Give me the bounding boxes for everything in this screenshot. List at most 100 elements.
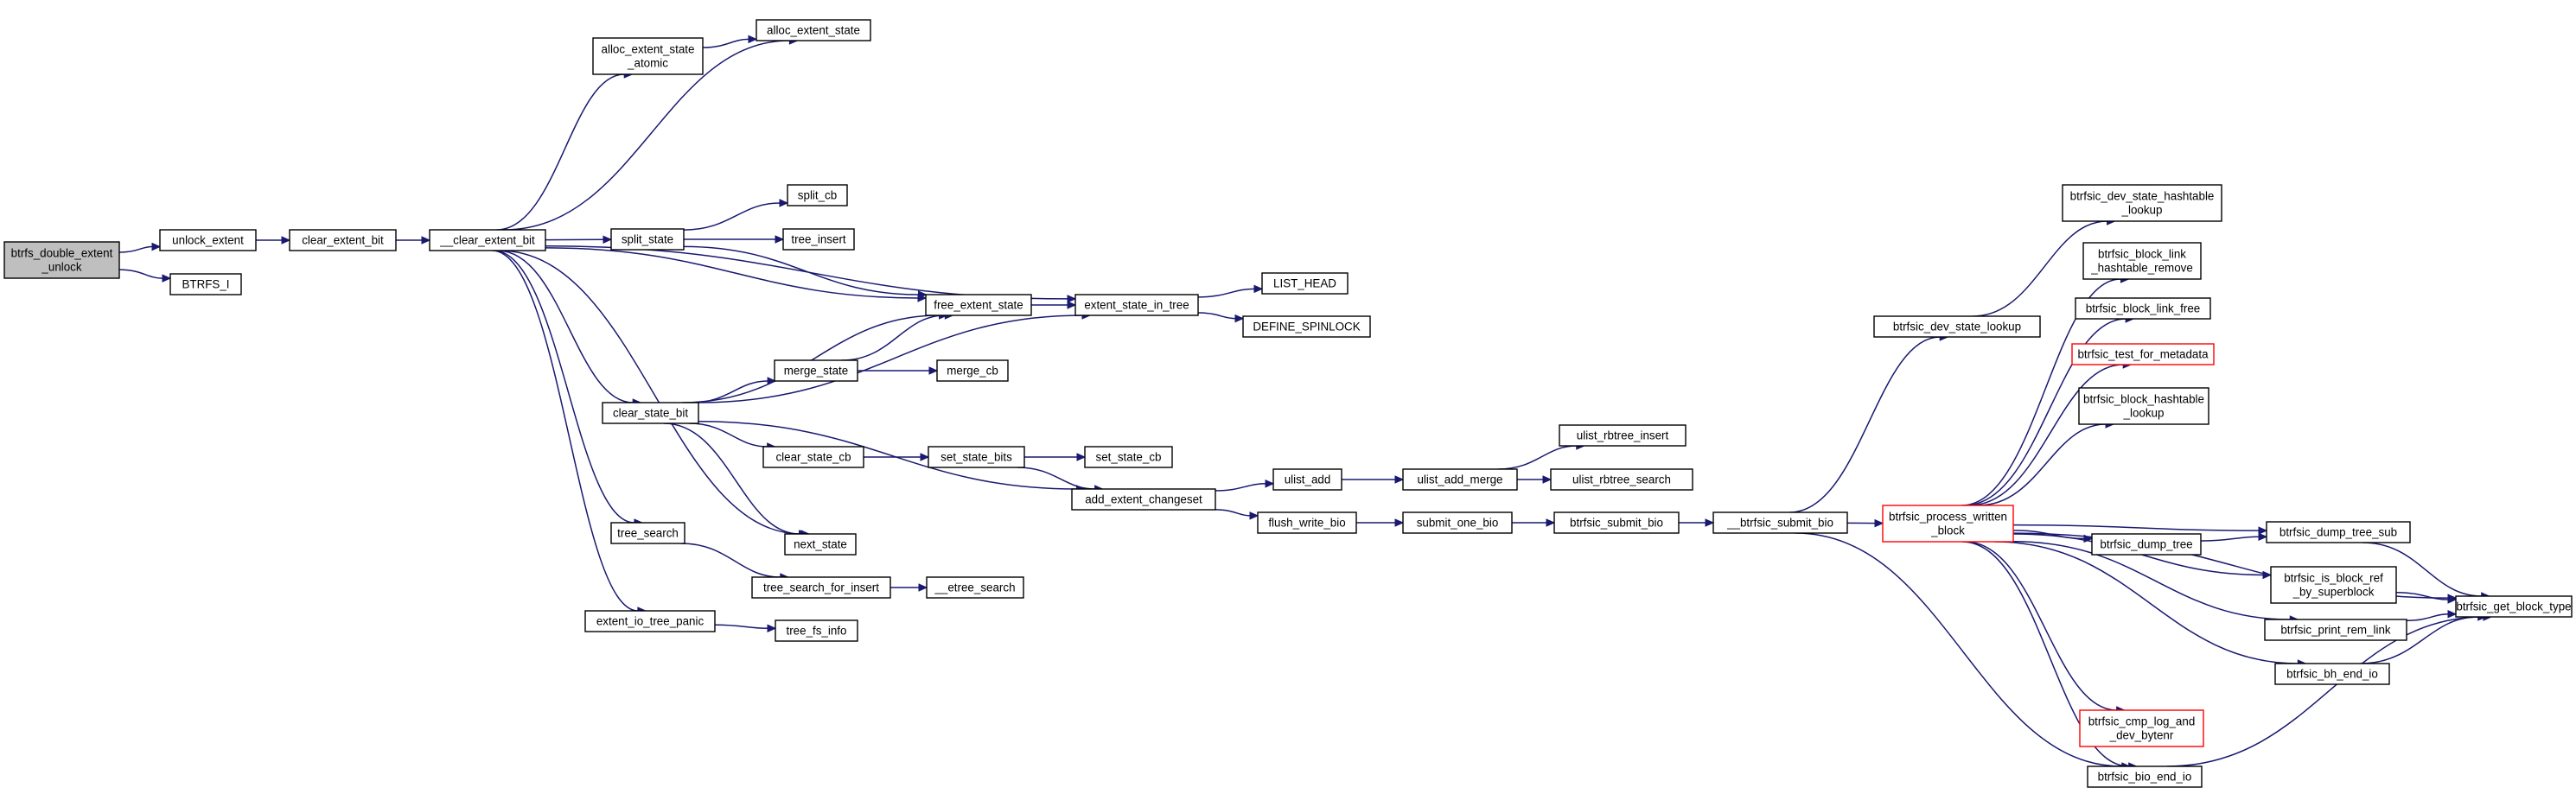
edge-__clear_extent_bit-to-alloc_extent_state_atomic (496, 70, 634, 231)
node-add-extent-changeset[interactable]: add_extent_changeset (1071, 488, 1216, 511)
node-btrfsic-test-for-metadata[interactable]: btrfsic_test_for_metadata (2071, 343, 2215, 365)
node-extent-io-tree-panic[interactable]: extent_io_tree_panic (584, 610, 716, 632)
edge-split_state-to-tree_insert (684, 235, 785, 244)
edge-root-to-unlock_extent (118, 242, 162, 253)
node-btrfsic-bio-end-io[interactable]: btrfsic_bio_end_io (2087, 765, 2203, 788)
node-btrfsic-dump-tree[interactable]: btrfsic_dump_tree (2091, 533, 2202, 556)
edge-arrowhead (767, 377, 777, 385)
node-flush-write-bio[interactable]: flush_write_bio (1257, 511, 1357, 534)
edge-btrfsic_process_written_block-to-btrfsic_cmp_log_and_dev_bytenr (1965, 541, 2126, 715)
node-btrfsic-cmp-log-and-dev-bytenr[interactable]: btrfsic_cmp_log_and_dev_bytenr (2079, 709, 2204, 747)
node-tree-fs-info[interactable]: tree_fs_info (775, 619, 858, 642)
edge-line (1197, 288, 1255, 298)
edge-arrowhead (1265, 480, 1275, 488)
node-ulist-rbtree-insert[interactable]: ulist_rbtree_insert (1559, 424, 1687, 447)
node-label: _lookup (2123, 407, 2165, 420)
node-label: _lookup (2121, 204, 2163, 217)
node-tree-search-for-insert[interactable]: tree_search_for_insert (751, 576, 891, 599)
node-box (2079, 709, 2204, 747)
node-label: tree_fs_info (787, 625, 847, 638)
node-btrfsic-submit-bio[interactable]: btrfsic_submit_bio (1553, 511, 1680, 534)
node-split-cb[interactable]: split_cb (787, 184, 848, 206)
node-tree-search[interactable]: tree_search (610, 522, 685, 544)
edge-line (680, 543, 781, 578)
node-box (925, 294, 1032, 316)
node-btrfsic-dev-state-hashtable-lookup[interactable]: btrfsic_dev_state_hashtable_lookup (2062, 184, 2222, 222)
node-btrfsic-get-block-type[interactable]: btrfsic_get_block_type (2455, 595, 2573, 618)
node-alloc-extent-state-atomic[interactable]: alloc_extent_state_atomic (592, 37, 704, 75)
node-box (1242, 315, 1371, 338)
node-label: alloc_extent_state (767, 24, 860, 37)
node-ulist-add[interactable]: ulist_add (1272, 468, 1342, 491)
node-btrfsic-print-rem-link[interactable]: btrfsic_print_rem_link (2264, 619, 2407, 641)
node-box (2078, 387, 2209, 425)
node-label: btrfsic_dump_tree_sub (2280, 526, 2397, 539)
node-tree-insert[interactable]: tree_insert (782, 228, 855, 251)
edge-arrowhead (2258, 526, 2268, 535)
edge-__clear_extent_bit-to-clear_state_bit (497, 250, 642, 407)
node-BTRFS-I[interactable]: BTRFS_I (169, 273, 242, 295)
node-clear-state-bit[interactable]: clear_state_bit (602, 402, 699, 424)
node-box (602, 402, 699, 424)
node-box (926, 576, 1024, 599)
node-btrfsic-block-hashtable-lookup[interactable]: btrfsic_block_hashtable_lookup (2078, 387, 2209, 425)
edge-split_state-to-free_extent_state (683, 245, 928, 299)
node-label: merge_cb (947, 365, 998, 378)
node-merge-state[interactable]: merge_state (774, 359, 858, 382)
node-label: _dev_bytenr (2109, 729, 2174, 742)
edge-arrowhead (603, 235, 613, 244)
node-ulist-rbtree-search[interactable]: ulist_rbtree_search (1550, 468, 1693, 491)
node-merge-cb[interactable]: merge_cb (936, 359, 1009, 382)
node-label: clear_state_cb (775, 451, 851, 464)
edge-extent_state_in_tree-to-DEFINE_SPINLOCK (1197, 312, 1245, 323)
node-clear-extent-bit[interactable]: clear_extent_bit (289, 229, 397, 251)
node---btrfsic-submit-bio[interactable]: __btrfsic_submit_bio (1712, 511, 1848, 534)
node-clear-state-cb[interactable]: clear_state_cb (762, 446, 864, 468)
node-alloc-extent-state[interactable]: alloc_extent_state (756, 19, 871, 41)
node-label: btrfsic_block_link (2098, 248, 2186, 261)
node-submit-one-bio[interactable]: submit_one_bio (1402, 511, 1513, 534)
node-set-state-bits[interactable]: set_state_bits (928, 446, 1025, 468)
node-box (1084, 446, 1173, 468)
node-ulist-add-merge[interactable]: ulist_add_merge (1402, 468, 1518, 491)
node-free-extent-state[interactable]: free_extent_state (925, 294, 1032, 316)
node-DEFINE-SPINLOCK[interactable]: DEFINE_SPINLOCK (1242, 315, 1371, 338)
edge-__clear_extent_bit-to-tree_search (493, 250, 644, 527)
node-label: btrfsic_block_link_free (2086, 302, 2200, 315)
node---etree-search[interactable]: __etree_search (926, 576, 1024, 599)
edge-arrowhead (1067, 295, 1077, 303)
node-btrfsic-bh-end-io[interactable]: btrfsic_bh_end_io (2274, 663, 2390, 685)
edge-line (683, 245, 919, 295)
node-btrfsic-dump-tree-sub[interactable]: btrfsic_dump_tree_sub (2266, 521, 2411, 543)
node-label: set_state_bits (940, 451, 1012, 464)
node-extent-state-in-tree[interactable]: extent_state_in_tree (1074, 294, 1199, 316)
node-box (584, 610, 716, 632)
node-btrfsic-process-written-block[interactable]: btrfsic_process_written_block (1882, 505, 2014, 543)
node-unlock-extent[interactable]: unlock_extent (159, 229, 257, 251)
edge-line (691, 380, 768, 403)
node-label: btrfsic_bio_end_io (2098, 771, 2192, 784)
node-next-state[interactable]: next_state (784, 533, 857, 556)
edge-line (702, 38, 749, 48)
node-split-state[interactable]: split_state (610, 228, 685, 251)
edge-__clear_extent_bit-to-split_state (545, 235, 613, 244)
node-box (774, 359, 858, 382)
node-btrfsic-is-block-ref-by-superblock[interactable]: btrfsic_is_block_ref_by_superblock (2270, 566, 2397, 604)
node---clear-extent-bit[interactable]: __clear_extent_bit (429, 229, 546, 251)
edge-line (2406, 613, 2449, 622)
edge-arrowhead (920, 453, 930, 461)
node-label: merge_state (784, 365, 848, 378)
node-btrfsic-dev-state-lookup[interactable]: btrfsic_dev_state_lookup (1873, 315, 2041, 338)
node-set-state-cb[interactable]: set_state_cb (1084, 446, 1173, 468)
node-btrfsic-block-link-free[interactable]: btrfsic_block_link_free (2075, 297, 2211, 320)
node-root[interactable]: btrfs_double_extent_unlock (3, 241, 120, 279)
node-btrfsic-block-link-hashtable-remove[interactable]: btrfsic_block_link_hashtable_remove (2082, 242, 2202, 280)
node-label: _unlock (41, 261, 81, 274)
edge-line (1965, 541, 2117, 711)
edge-tree_search_for_insert-to-__etree_search (890, 583, 928, 592)
node-box (1882, 505, 2014, 543)
node-LIST-HEAD[interactable]: LIST_HEAD (1261, 272, 1349, 295)
edge-add_extent_changeset-to-ulist_add (1215, 480, 1275, 492)
node-label: _atomic (627, 57, 668, 70)
